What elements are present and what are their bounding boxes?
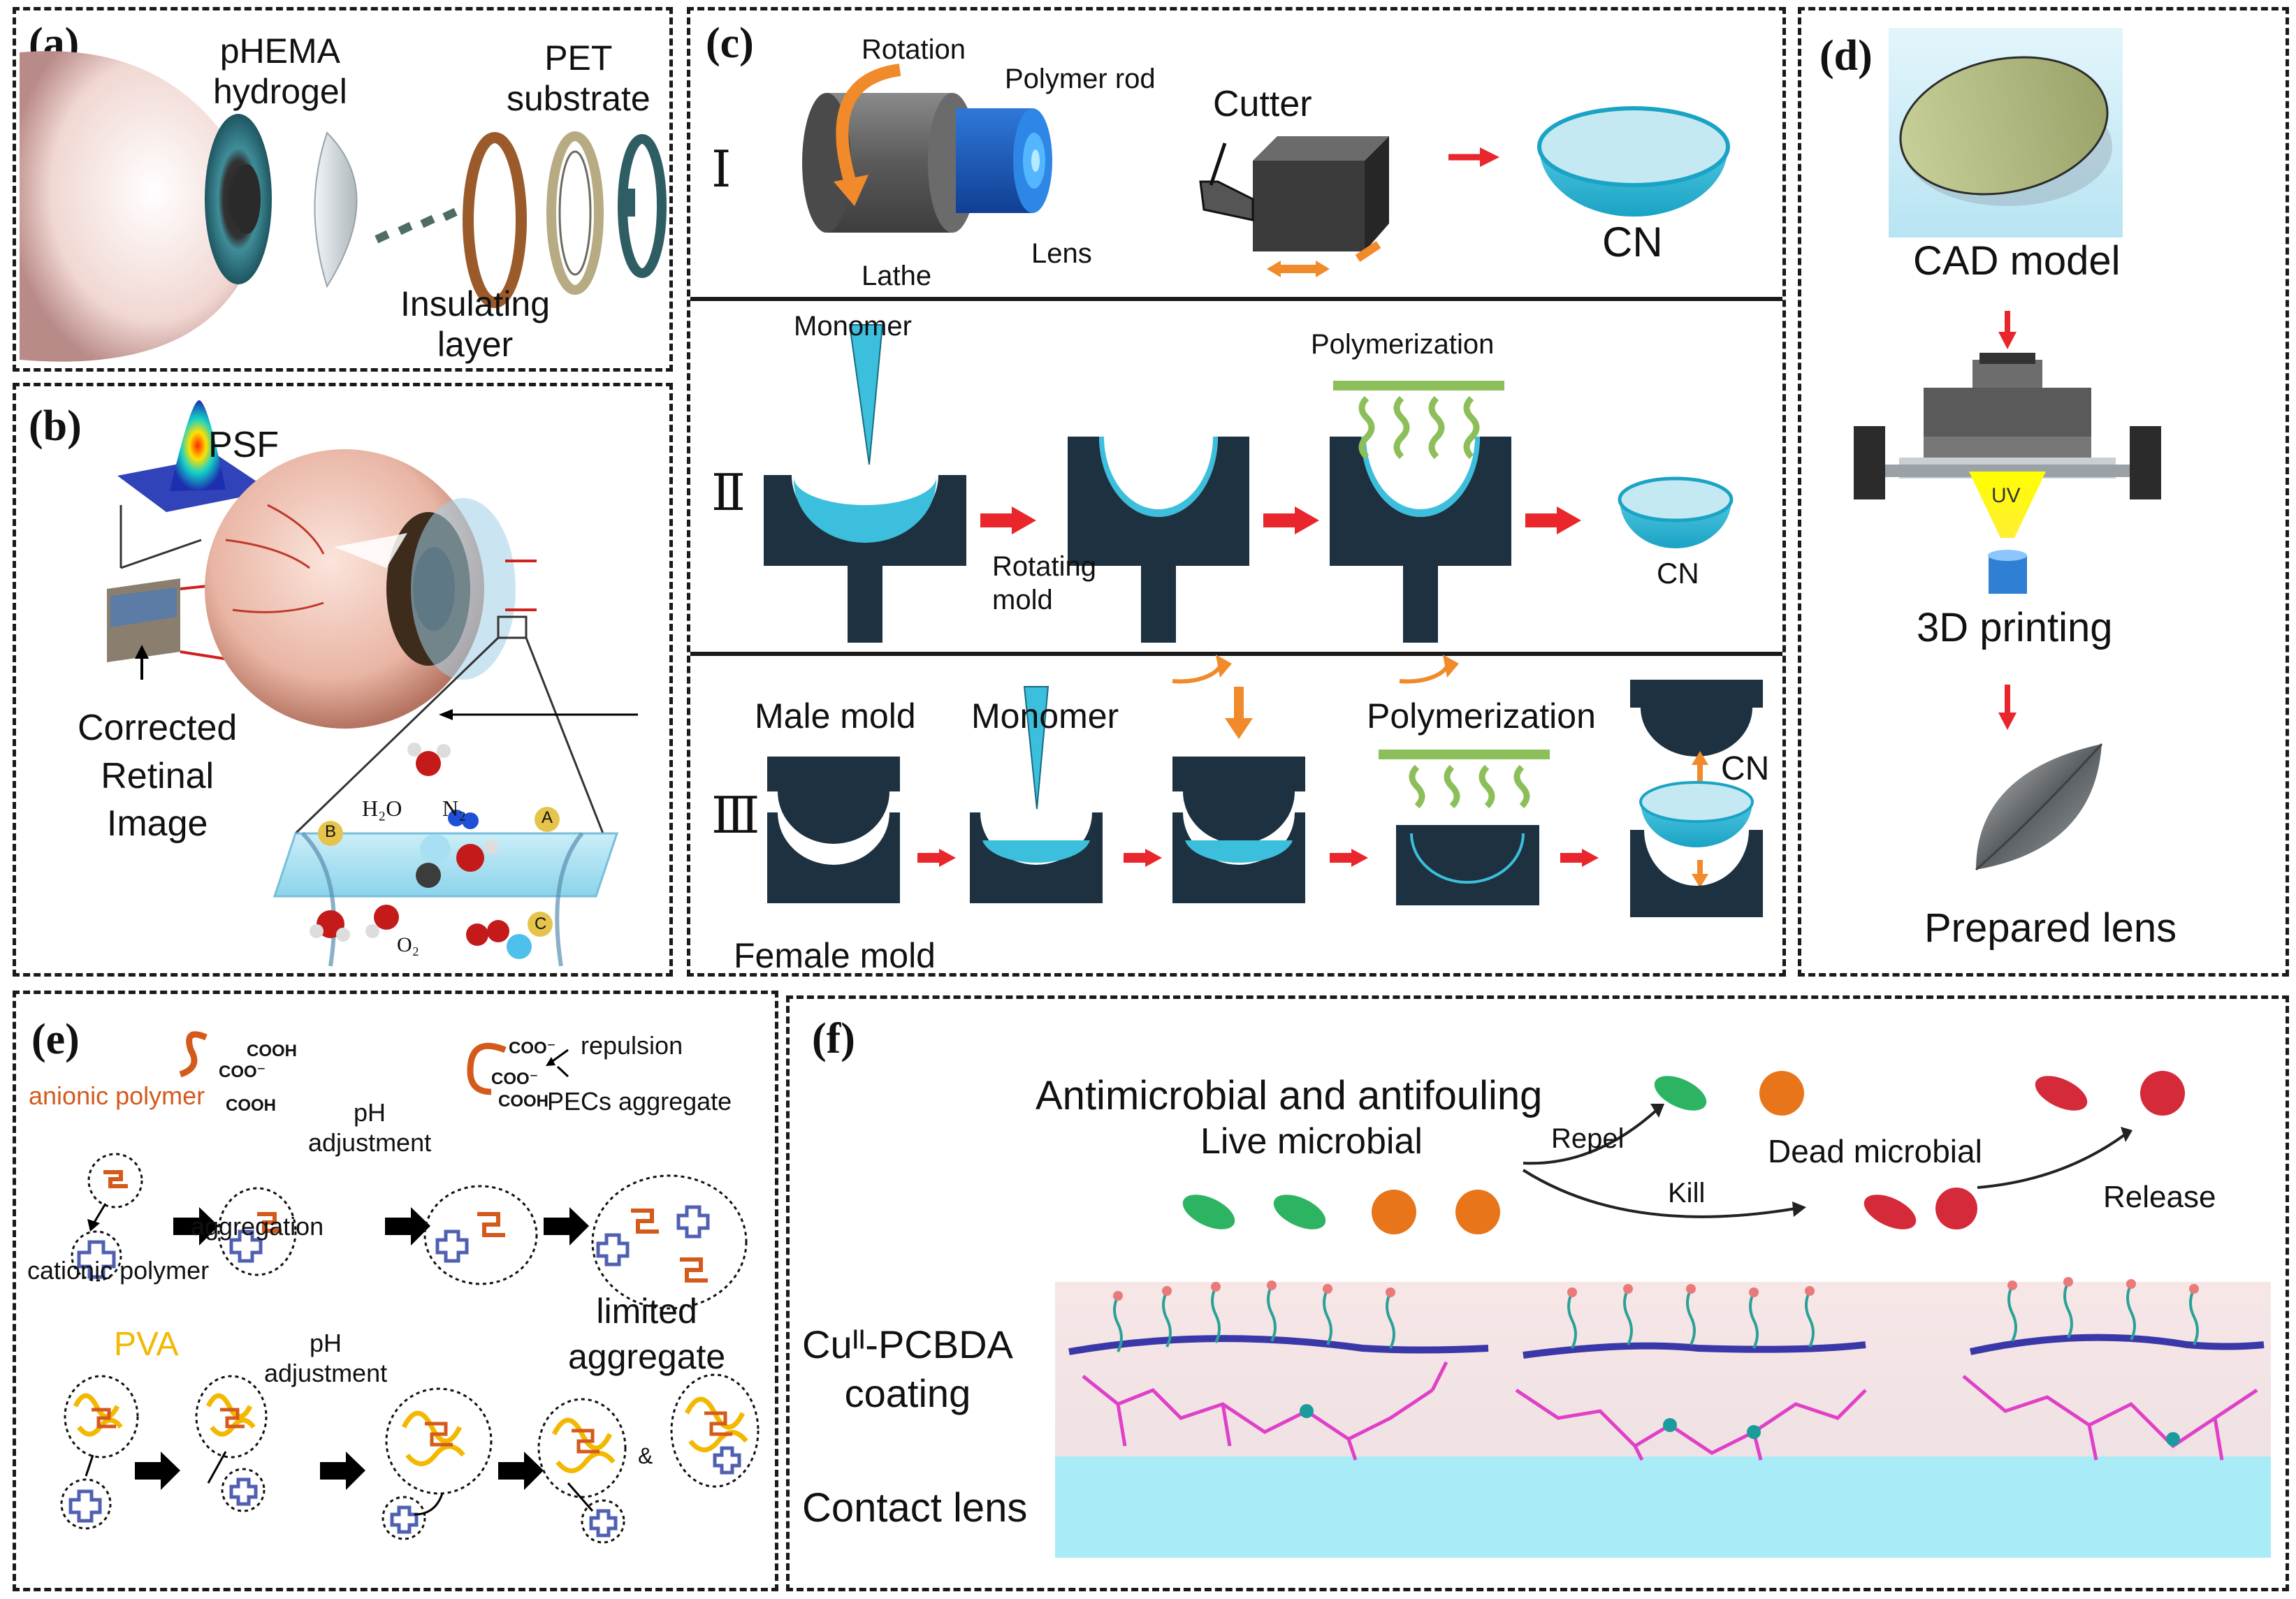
contact-lens-label: Contact lens xyxy=(802,1485,1028,1531)
release-label: Release xyxy=(2103,1180,2216,1214)
panel-d-label: (d) xyxy=(1819,32,1873,80)
print-workflow-diagram xyxy=(1854,28,2161,871)
cooh-label-3: COOH xyxy=(498,1092,548,1111)
coo-label-3: COO⁻ xyxy=(491,1069,539,1088)
c-label: C xyxy=(535,914,547,933)
lathe-label: Lathe xyxy=(862,261,932,291)
ph-adjustment-label-1: pH adjustment xyxy=(308,1098,432,1158)
live-microbes xyxy=(1182,1071,1804,1234)
cooh-label-1: COOH xyxy=(247,1042,297,1060)
cn-label-2: CN xyxy=(1657,557,1699,590)
h2o-label: H₂O xyxy=(362,796,402,821)
lathe-diagram xyxy=(802,64,1730,277)
psf-label: PSF xyxy=(208,425,279,465)
panel-e: (e) xyxy=(13,991,778,1591)
eye-diagram xyxy=(20,51,667,362)
panel-e-label: (e) xyxy=(31,1016,80,1063)
antimicrobial-title: Antimicrobial and antifouling xyxy=(1036,1073,1543,1118)
cn-label-1: CN xyxy=(1602,219,1663,265)
aggregation-label: aggregation xyxy=(191,1212,324,1241)
printing-label: 3D printing xyxy=(1917,605,2113,650)
kill-label: Kill xyxy=(1668,1178,1706,1209)
panel-b-label: (b) xyxy=(29,402,82,450)
repulsion-label: repulsion xyxy=(581,1031,683,1060)
panel-c-label: (c) xyxy=(706,20,754,67)
coo-label-1: COO⁻ xyxy=(219,1063,266,1081)
rotating-mold-label: Rotating mold xyxy=(992,551,1096,615)
panel-f: (f) xyxy=(786,995,2289,1591)
dead-microbes xyxy=(1863,1071,2185,1229)
roman-1: Ⅰ xyxy=(711,142,732,198)
cutter-label: Cutter xyxy=(1213,84,1312,124)
dead-microbial-label: Dead microbial xyxy=(1768,1133,1982,1169)
insulating-label: Insulating layer xyxy=(400,284,551,364)
pva-label: PVA xyxy=(114,1326,179,1363)
cooh-label-2: COOH xyxy=(226,1096,276,1115)
o2-label: O₂ xyxy=(397,933,420,956)
polymer-rod-label: Polymer rod xyxy=(1005,64,1156,94)
monomer-label-2: Monomer xyxy=(794,311,912,342)
spin-casting-diagram xyxy=(764,324,1734,684)
uv-label: UV xyxy=(1991,484,2021,507)
pec-aggregation-diagram xyxy=(60,1031,760,1544)
n2-label: N₂ xyxy=(442,796,467,821)
ph-adjustment-label-2: pH adjustment xyxy=(264,1329,388,1388)
row-divider-1 xyxy=(690,297,1782,301)
cad-label: CAD model xyxy=(1913,238,2121,284)
antimicrobial-coating-diagram xyxy=(1055,1071,2271,1558)
corrected-image-label: Corrected Retinal Image xyxy=(78,708,238,845)
prepared-lens-label: Prepared lens xyxy=(1924,905,2177,951)
cationic-polymer-label: cationic polymer xyxy=(27,1256,210,1285)
psf-eye-diagram xyxy=(107,400,638,967)
polymerization-label-2: Polymerization xyxy=(1311,329,1495,360)
substrate-label: PET substrate xyxy=(507,38,651,118)
cn-label-3: CN xyxy=(1721,750,1770,787)
limited-aggregate-label: limited aggregate xyxy=(568,1292,726,1376)
ampersand-label: & xyxy=(638,1443,653,1468)
polymerization-label-3: Polymerization xyxy=(1367,696,1596,736)
panel-f-label: (f) xyxy=(812,1015,855,1063)
live-microbial-label: Live microbial xyxy=(1200,1121,1423,1162)
coo-label-2: COO⁻ xyxy=(509,1039,556,1058)
anionic-polymer-label: anionic polymer xyxy=(29,1081,205,1110)
panel-d: (d) CAD model UV 3D printing Prepared xyxy=(1798,7,2289,977)
male-mold-label: Male mold xyxy=(755,696,916,736)
monomer-label-3: Monomer xyxy=(971,696,1119,736)
cluster-row1 xyxy=(71,1153,143,1282)
panel-c: (c) Ⅰ Ⅱ Ⅲ Rotation xyxy=(687,7,1786,977)
female-mold-label: Female mold xyxy=(734,936,936,975)
lens-label: Lens xyxy=(1031,238,1092,269)
a-label: A xyxy=(542,808,553,827)
panel-b: (b) xyxy=(13,383,673,977)
row-divider-2 xyxy=(690,652,1782,656)
pecs-aggregate-label: PECs aggregate xyxy=(547,1087,732,1116)
cast-molding-diagram xyxy=(767,680,1763,917)
b-label: B xyxy=(325,822,337,841)
roman-3: Ⅲ xyxy=(711,788,760,844)
roman-2: Ⅱ xyxy=(711,465,746,521)
panel-a: (a) pHEMA hydrogel PET substrate Insulat… xyxy=(13,7,673,372)
rotation-label: Rotation xyxy=(862,34,966,65)
hydrogel-label: pHEMA hydrogel xyxy=(213,31,347,111)
coating-label: Cuᴵᴵ-PCBDA coating xyxy=(802,1322,1013,1415)
repel-label: Repel xyxy=(1551,1123,1625,1154)
